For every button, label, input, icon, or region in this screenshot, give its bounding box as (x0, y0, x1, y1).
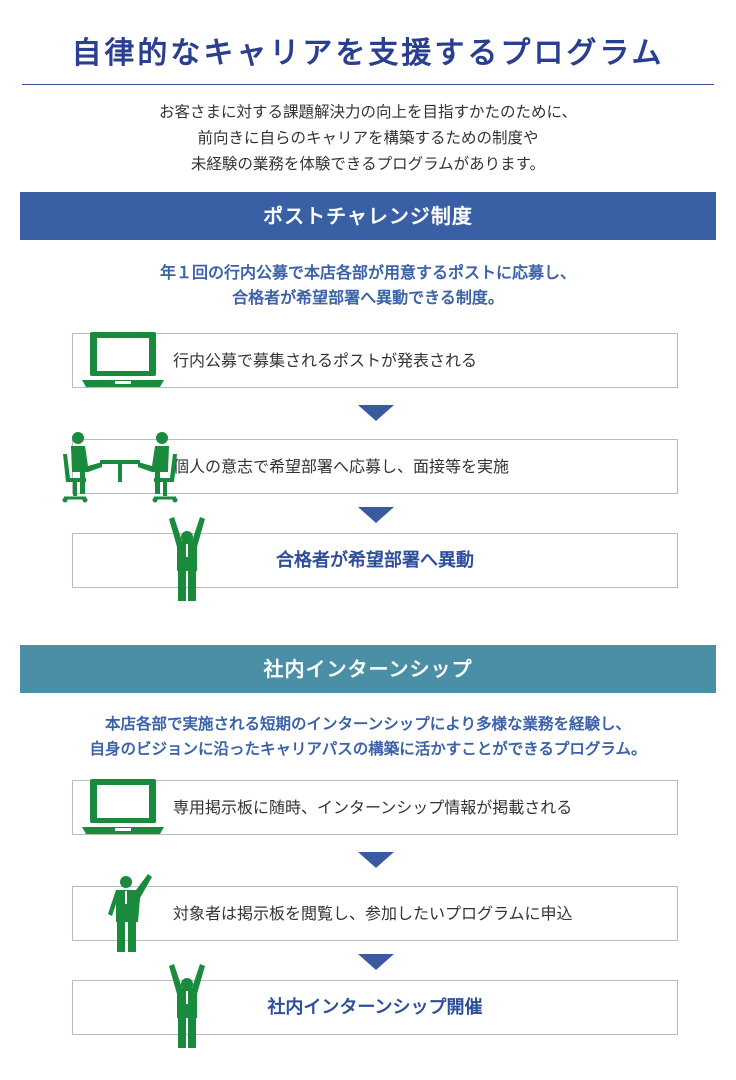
section-heading-post-challenge: ポストチャレンジ制度 (20, 192, 716, 240)
intern-step-3: 社内インターンシップ開催 (72, 980, 678, 1035)
step-result-text: 合格者が希望部署へ異動 (276, 550, 474, 571)
interview-icon (58, 430, 182, 504)
post-step-1: 行内公募で募集されるポストが発表される (72, 333, 678, 388)
step-arrow-icon (358, 852, 394, 868)
intro-line: お客さまに対する課題解決力の向上を目指すかたのために、 (158, 103, 578, 121)
intern-step-2: 対象者は掲示板を閲覧し、参加したいプログラムに申込 (72, 886, 678, 941)
step-text: 個人の意志で希望部署へ応募し、面接等を実施 (173, 457, 510, 476)
person-cheering-icon (166, 964, 208, 1050)
lead-line: 年１回の行内公募で本店各部が用意するポストに応募し、 (159, 263, 576, 282)
step-result-text: 社内インターンシップ開催 (267, 997, 483, 1018)
page-title: 自律的なキャリアを支援するプログラム (71, 36, 665, 71)
person-raising-hand-icon (108, 872, 152, 954)
step-text: 対象者は掲示板を閲覧し、参加したいプログラムに申込 (173, 904, 573, 923)
lead-line: 合格者が希望部署へ異動できる制度。 (232, 288, 504, 307)
person-cheering-icon (166, 517, 208, 603)
post-step-3: 合格者が希望部署へ異動 (72, 533, 678, 588)
laptop-icon (80, 777, 166, 835)
post-challenge-lead: 年１回の行内公募で本店各部が用意するポストに応募し、 合格者が希望部署へ異動でき… (0, 260, 736, 310)
step-text: 行内公募で募集されるポストが発表される (173, 351, 478, 370)
step-arrow-icon (358, 507, 394, 523)
intro-line: 未経験の業務を体験できるプログラムがあります。 (190, 155, 546, 173)
lead-line: 自身のビジョンに沿ったキャリアパスの構築に活かすことができるプログラム。 (89, 740, 647, 758)
section-heading-internship: 社内インターンシップ (20, 645, 716, 693)
intro-line: 前向きに自らのキャリアを構築するための制度や (197, 129, 539, 147)
internship-lead: 本店各部で実施される短期のインターンシップにより多様な業務を経験し、 自身のビジ… (0, 712, 736, 762)
intern-step-1: 専用掲示板に随時、インターンシップ情報が掲載される (72, 780, 678, 835)
title-divider (22, 84, 714, 85)
lead-line: 本店各部で実施される短期のインターンシップにより多様な業務を経験し、 (105, 715, 631, 733)
post-step-2: 個人の意志で希望部署へ応募し、面接等を実施 (72, 439, 678, 494)
laptop-icon (80, 330, 166, 388)
step-text: 専用掲示板に随時、インターンシップ情報が掲載される (173, 798, 573, 817)
step-arrow-icon (358, 954, 394, 970)
intro-text: お客さまに対する課題解決力の向上を目指すかたのために、 前向きに自らのキャリアを… (0, 99, 736, 177)
step-arrow-icon (358, 405, 394, 421)
